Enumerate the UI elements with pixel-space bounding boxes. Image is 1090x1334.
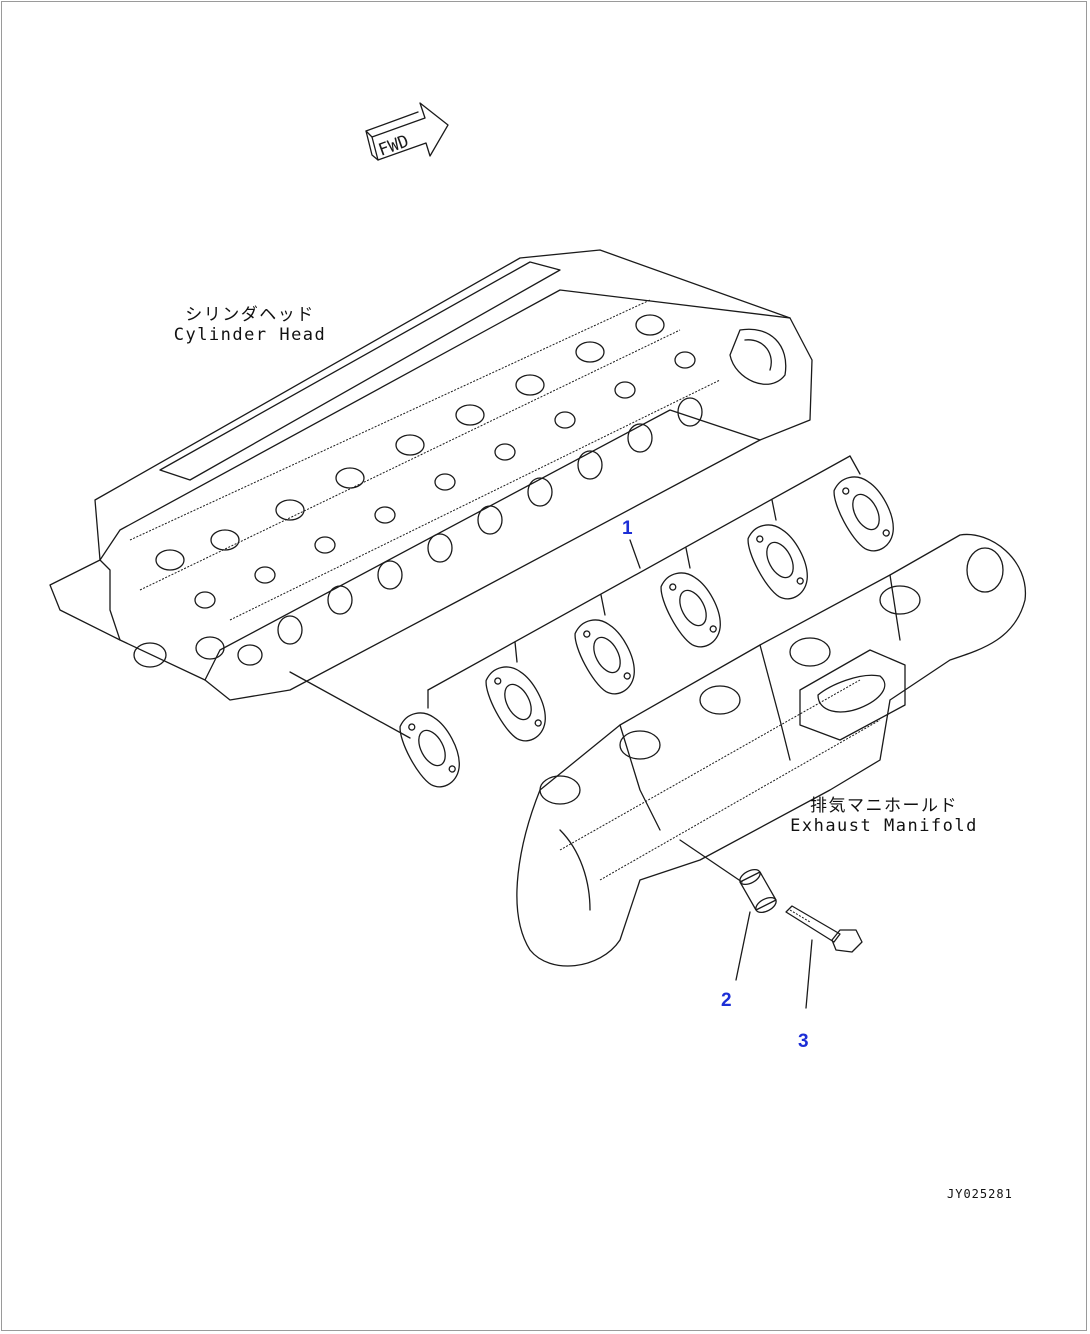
exhaust-manifold-label-jp: 排気マニホールド	[810, 796, 958, 816]
spacer-part	[739, 868, 777, 914]
cylinder-head-label-jp: シリンダヘッド	[185, 305, 315, 325]
gasket	[485, 666, 546, 742]
callout-3[interactable]: 3	[798, 1031, 809, 1052]
exhaust-manifold-drawing	[516, 533, 1026, 967]
gasket	[747, 524, 808, 600]
leader-lines-1	[289, 455, 861, 739]
gasket	[399, 712, 460, 788]
gasket-set	[399, 476, 894, 788]
cylinder-head-label: シリンダヘッド Cylinder Head	[170, 305, 330, 345]
leader-spacer	[679, 839, 743, 883]
callout-2[interactable]: 2	[721, 990, 732, 1011]
drawing-id: JY025281	[947, 1187, 1013, 1201]
gasket	[660, 572, 721, 648]
gasket	[574, 619, 635, 695]
exhaust-manifold-label: 排気マニホールド Exhaust Manifold	[784, 796, 984, 836]
cylinder-head-label-en: Cylinder Head	[173, 325, 327, 345]
fwd-arrow-icon: FWD	[365, 102, 449, 161]
leader-2	[735, 911, 751, 981]
gasket	[833, 476, 894, 552]
exhaust-manifold-label-en: Exhaust Manifold	[790, 816, 978, 836]
fwd-text: FWD	[376, 131, 412, 160]
bolt-part	[785, 905, 863, 953]
leader-3	[805, 939, 813, 1009]
cylinder-head-drawing	[49, 249, 813, 701]
callout-1[interactable]: 1	[622, 518, 633, 539]
